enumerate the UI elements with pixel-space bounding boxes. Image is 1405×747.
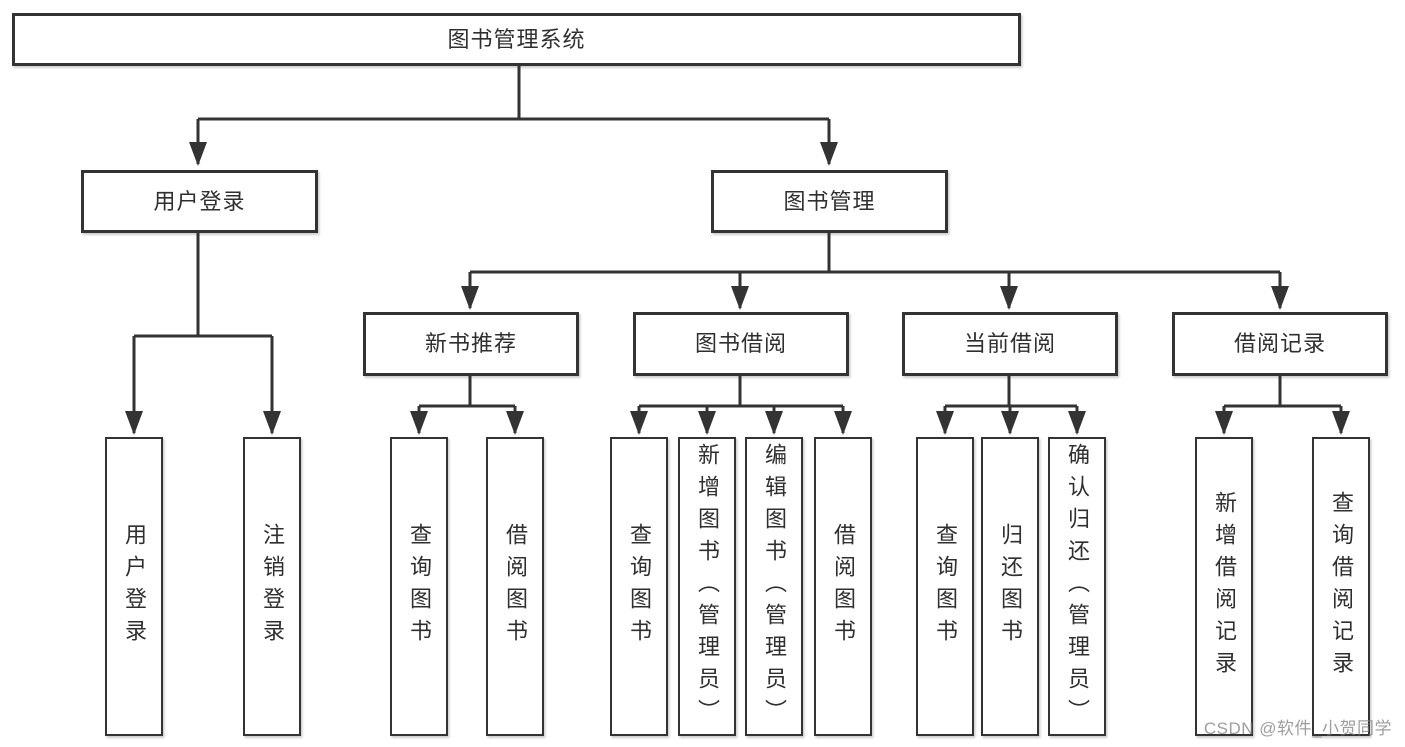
leaf-query-books-borrow: 查询图书	[610, 437, 668, 736]
leaf-edit-books-admin: 编辑图书（管理员）	[745, 437, 803, 736]
node-label: 新书推荐	[424, 331, 517, 356]
node-label: 用户登录	[122, 522, 147, 651]
leaf-query-books-recommend: 查询图书	[390, 437, 448, 736]
node-borrowing-records: 借阅记录	[1172, 312, 1388, 376]
node-label: 查询借阅记录	[1329, 490, 1354, 683]
node-label: 借阅记录	[1233, 331, 1326, 356]
node-library-management-system: 图书管理系统	[12, 13, 1021, 66]
node-label: 新增图书（管理员）	[695, 442, 720, 731]
leaf-borrow-books: 借阅图书	[814, 437, 872, 736]
leaf-user-login: 用户登录	[105, 437, 163, 736]
leaf-borrow-books-recommend: 借阅图书	[486, 437, 544, 736]
node-book-borrowing: 图书借阅	[633, 312, 849, 376]
node-label: 查询图书	[627, 522, 652, 651]
leaf-query-borrow-record: 查询借阅记录	[1312, 437, 1370, 736]
node-label: 新增借阅记录	[1212, 490, 1237, 683]
node-label: 图书管理	[783, 188, 876, 214]
leaf-logout: 注销登录	[243, 437, 301, 736]
node-label: 查询图书	[933, 522, 958, 651]
node-label: 用户登录	[153, 188, 246, 214]
node-label: 确认归还（管理员）	[1065, 442, 1090, 731]
leaf-add-books-admin: 新增图书（管理员）	[678, 437, 736, 736]
node-current-borrowing: 当前借阅	[902, 312, 1118, 376]
node-label: 编辑图书（管理员）	[762, 442, 787, 731]
node-label: 归还图书	[998, 522, 1023, 651]
node-label: 图书管理系统	[447, 26, 586, 52]
node-label: 当前借阅	[963, 331, 1056, 356]
node-label: 注销登录	[260, 522, 285, 651]
node-label: 借阅图书	[503, 522, 528, 651]
leaf-confirm-return-admin: 确认归还（管理员）	[1048, 437, 1106, 736]
node-label: 图书借阅	[694, 331, 787, 356]
node-book-management-module: 图书管理	[711, 170, 948, 233]
leaf-query-books-current: 查询图书	[916, 437, 974, 736]
leaf-return-books: 归还图书	[981, 437, 1039, 736]
node-new-book-recommendation: 新书推荐	[363, 312, 579, 376]
node-user-login-module: 用户登录	[81, 170, 318, 233]
leaf-add-borrow-record: 新增借阅记录	[1195, 437, 1253, 736]
node-label: 借阅图书	[831, 522, 856, 651]
node-label: 查询图书	[407, 522, 432, 651]
csdn-watermark: CSDN @软件_小贺同学	[1203, 719, 1392, 738]
